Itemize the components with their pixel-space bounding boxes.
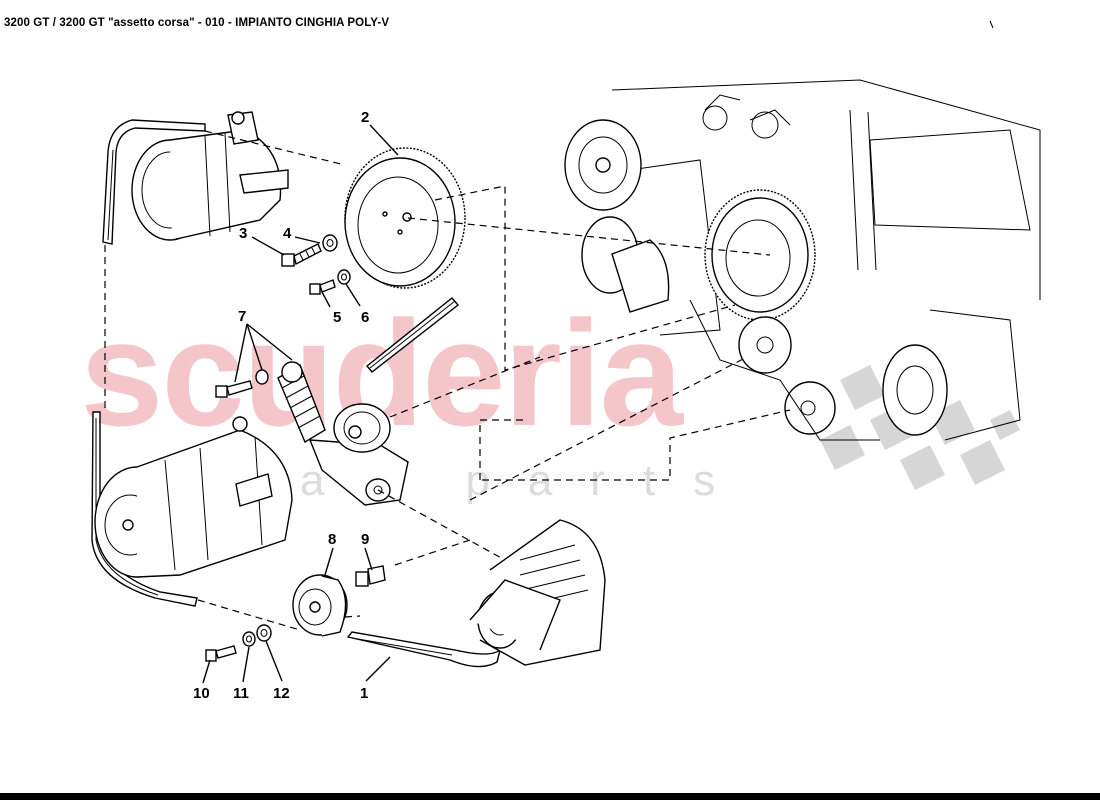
callout-12: 12 (273, 685, 290, 702)
ac-compressor (94, 416, 293, 578)
bottom-bar (0, 793, 1100, 800)
callout-7: 7 (238, 308, 246, 325)
belt-routing-lines (104, 130, 791, 631)
callout-9: 9 (361, 531, 369, 548)
callout-2: 2 (361, 109, 369, 126)
callout-1: 1 (360, 685, 368, 702)
stray-mark (989, 20, 994, 29)
page-title: 3200 GT / 3200 GT "assetto corsa" - 010 … (4, 17, 390, 29)
callout-5: 5 (333, 309, 341, 326)
washer-6 (337, 269, 351, 285)
bolt-9 (355, 565, 386, 587)
idler-pulley-8 (292, 574, 348, 637)
washer-4 (322, 234, 338, 252)
washer-12 (256, 624, 272, 642)
watermark: scuderia car parts (80, 289, 1020, 505)
power-steering-pump (131, 111, 289, 241)
bolt-7 (215, 380, 253, 398)
belt-segment-bottom (346, 631, 502, 668)
callout-3: 3 (239, 225, 247, 242)
leader-lines (202, 124, 399, 684)
bolt-10 (205, 645, 237, 662)
callout-11: 11 (233, 685, 249, 702)
callout-6: 6 (361, 309, 369, 326)
callout-10: 10 (193, 685, 210, 702)
belt-tensioner (277, 361, 409, 506)
alternator (469, 519, 606, 666)
bolt-3 (281, 243, 322, 267)
toothed-pulley (344, 147, 466, 289)
washer-7 (255, 369, 269, 385)
washer-11 (242, 631, 256, 647)
callout-4: 4 (283, 225, 292, 242)
engine-block (564, 79, 1041, 441)
bolt-5 (309, 279, 336, 295)
callout-8: 8 (328, 531, 336, 548)
callouts: 2 3 4 5 6 7 8 9 10 11 12 1 (193, 109, 369, 702)
